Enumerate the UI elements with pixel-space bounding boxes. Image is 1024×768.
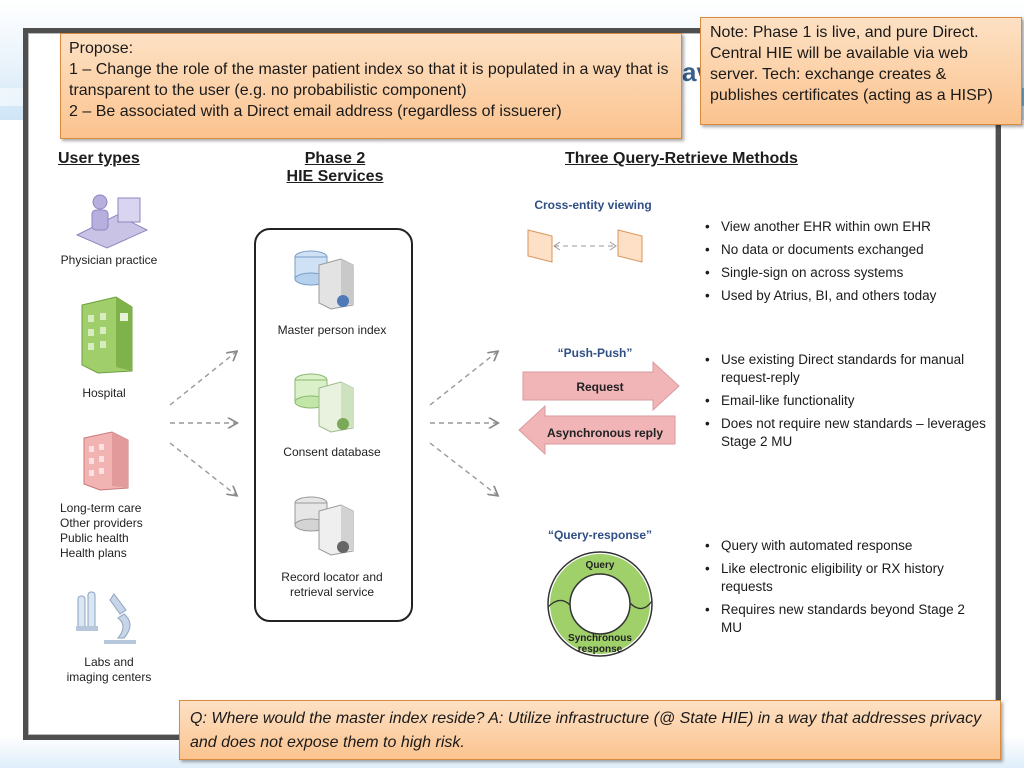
query-label: Query — [585, 560, 615, 571]
qa-callout: Q: Where would the master index reside? … — [179, 700, 1001, 760]
user-types-heading: User types — [58, 150, 140, 167]
physician-at-computer-icon — [75, 194, 149, 249]
async-reply-arrow-label: Asynchronous reply — [546, 426, 664, 440]
bullet: Like electronic eligibility or RX histor… — [705, 560, 986, 596]
phase2-heading-line2: HIE Services — [286, 168, 384, 185]
phase2-heading-line1: Phase 2 — [304, 150, 366, 167]
care-building-icon — [83, 431, 129, 491]
bullet: Requires new standards beyond Stage 2 MU — [705, 601, 986, 637]
propose-callout: Propose: 1 – Change the role of the mast… — [60, 33, 682, 139]
user-type-label-physician: Physician practice — [60, 253, 158, 267]
sync-response-label: Synchronous response — [568, 633, 632, 655]
bullet: Single-sign on across systems — [705, 264, 1001, 282]
service-label-mpi: Master person index — [277, 323, 387, 337]
bullet: Used by Atrius, BI, and others today — [705, 287, 1001, 305]
consent-database-icon — [294, 373, 354, 433]
propose-heading: Propose: — [69, 40, 134, 57]
cross-entity-viewing-icon — [527, 229, 643, 263]
hospital-building-icon — [81, 296, 133, 374]
note-callout: Note: Phase 1 is live, and pure Direct. … — [700, 17, 1022, 125]
bullet: View another EHR within own EHR — [705, 218, 1001, 236]
propose-line-1: 1 – Change the role of the master patien… — [69, 61, 669, 99]
bullet: Query with automated response — [705, 537, 986, 555]
database-server-icon — [294, 250, 354, 310]
method-title-query-response: “Query-response” — [547, 528, 653, 542]
method-title-cross-entity: Cross-entity viewing — [534, 198, 652, 212]
method-bullets-query-response: Query with automated response Like elect… — [703, 537, 986, 642]
push-push-arrows — [518, 360, 680, 456]
methods-heading: Three Query-Retrieve Methods — [565, 150, 798, 167]
bullet: No data or documents exchanged — [705, 241, 1001, 259]
bullet: Does not require new standards – leverag… — [705, 415, 986, 451]
user-type-label-ltc: Long-term care Other providers Public he… — [60, 501, 143, 560]
record-locator-icon — [294, 496, 354, 556]
query-response-ring — [547, 551, 653, 657]
bullet: Use existing Direct standards for manual… — [705, 351, 986, 387]
method-bullets-push-push: Use existing Direct standards for manual… — [703, 351, 986, 456]
method-title-push-push: “Push-Push” — [557, 346, 633, 360]
user-type-label-labs: Labs and imaging centers — [66, 655, 152, 684]
method-bullets-cross-entity: View another EHR within own EHR No data … — [703, 218, 1001, 310]
bullet: Email-like functionality — [705, 392, 986, 410]
user-type-label-hospital: Hospital — [82, 386, 126, 400]
phase2-heading: Phase 2 HIE Services — [270, 150, 400, 186]
service-label-consent: Consent database — [283, 445, 381, 459]
microscope-test-tubes-icon — [76, 591, 136, 644]
request-arrow-label: Request — [576, 380, 624, 394]
service-label-record-locator: Record locator and retrieval service — [281, 570, 383, 599]
propose-line-2: 2 – Be associated with a Direct email ad… — [69, 103, 562, 120]
